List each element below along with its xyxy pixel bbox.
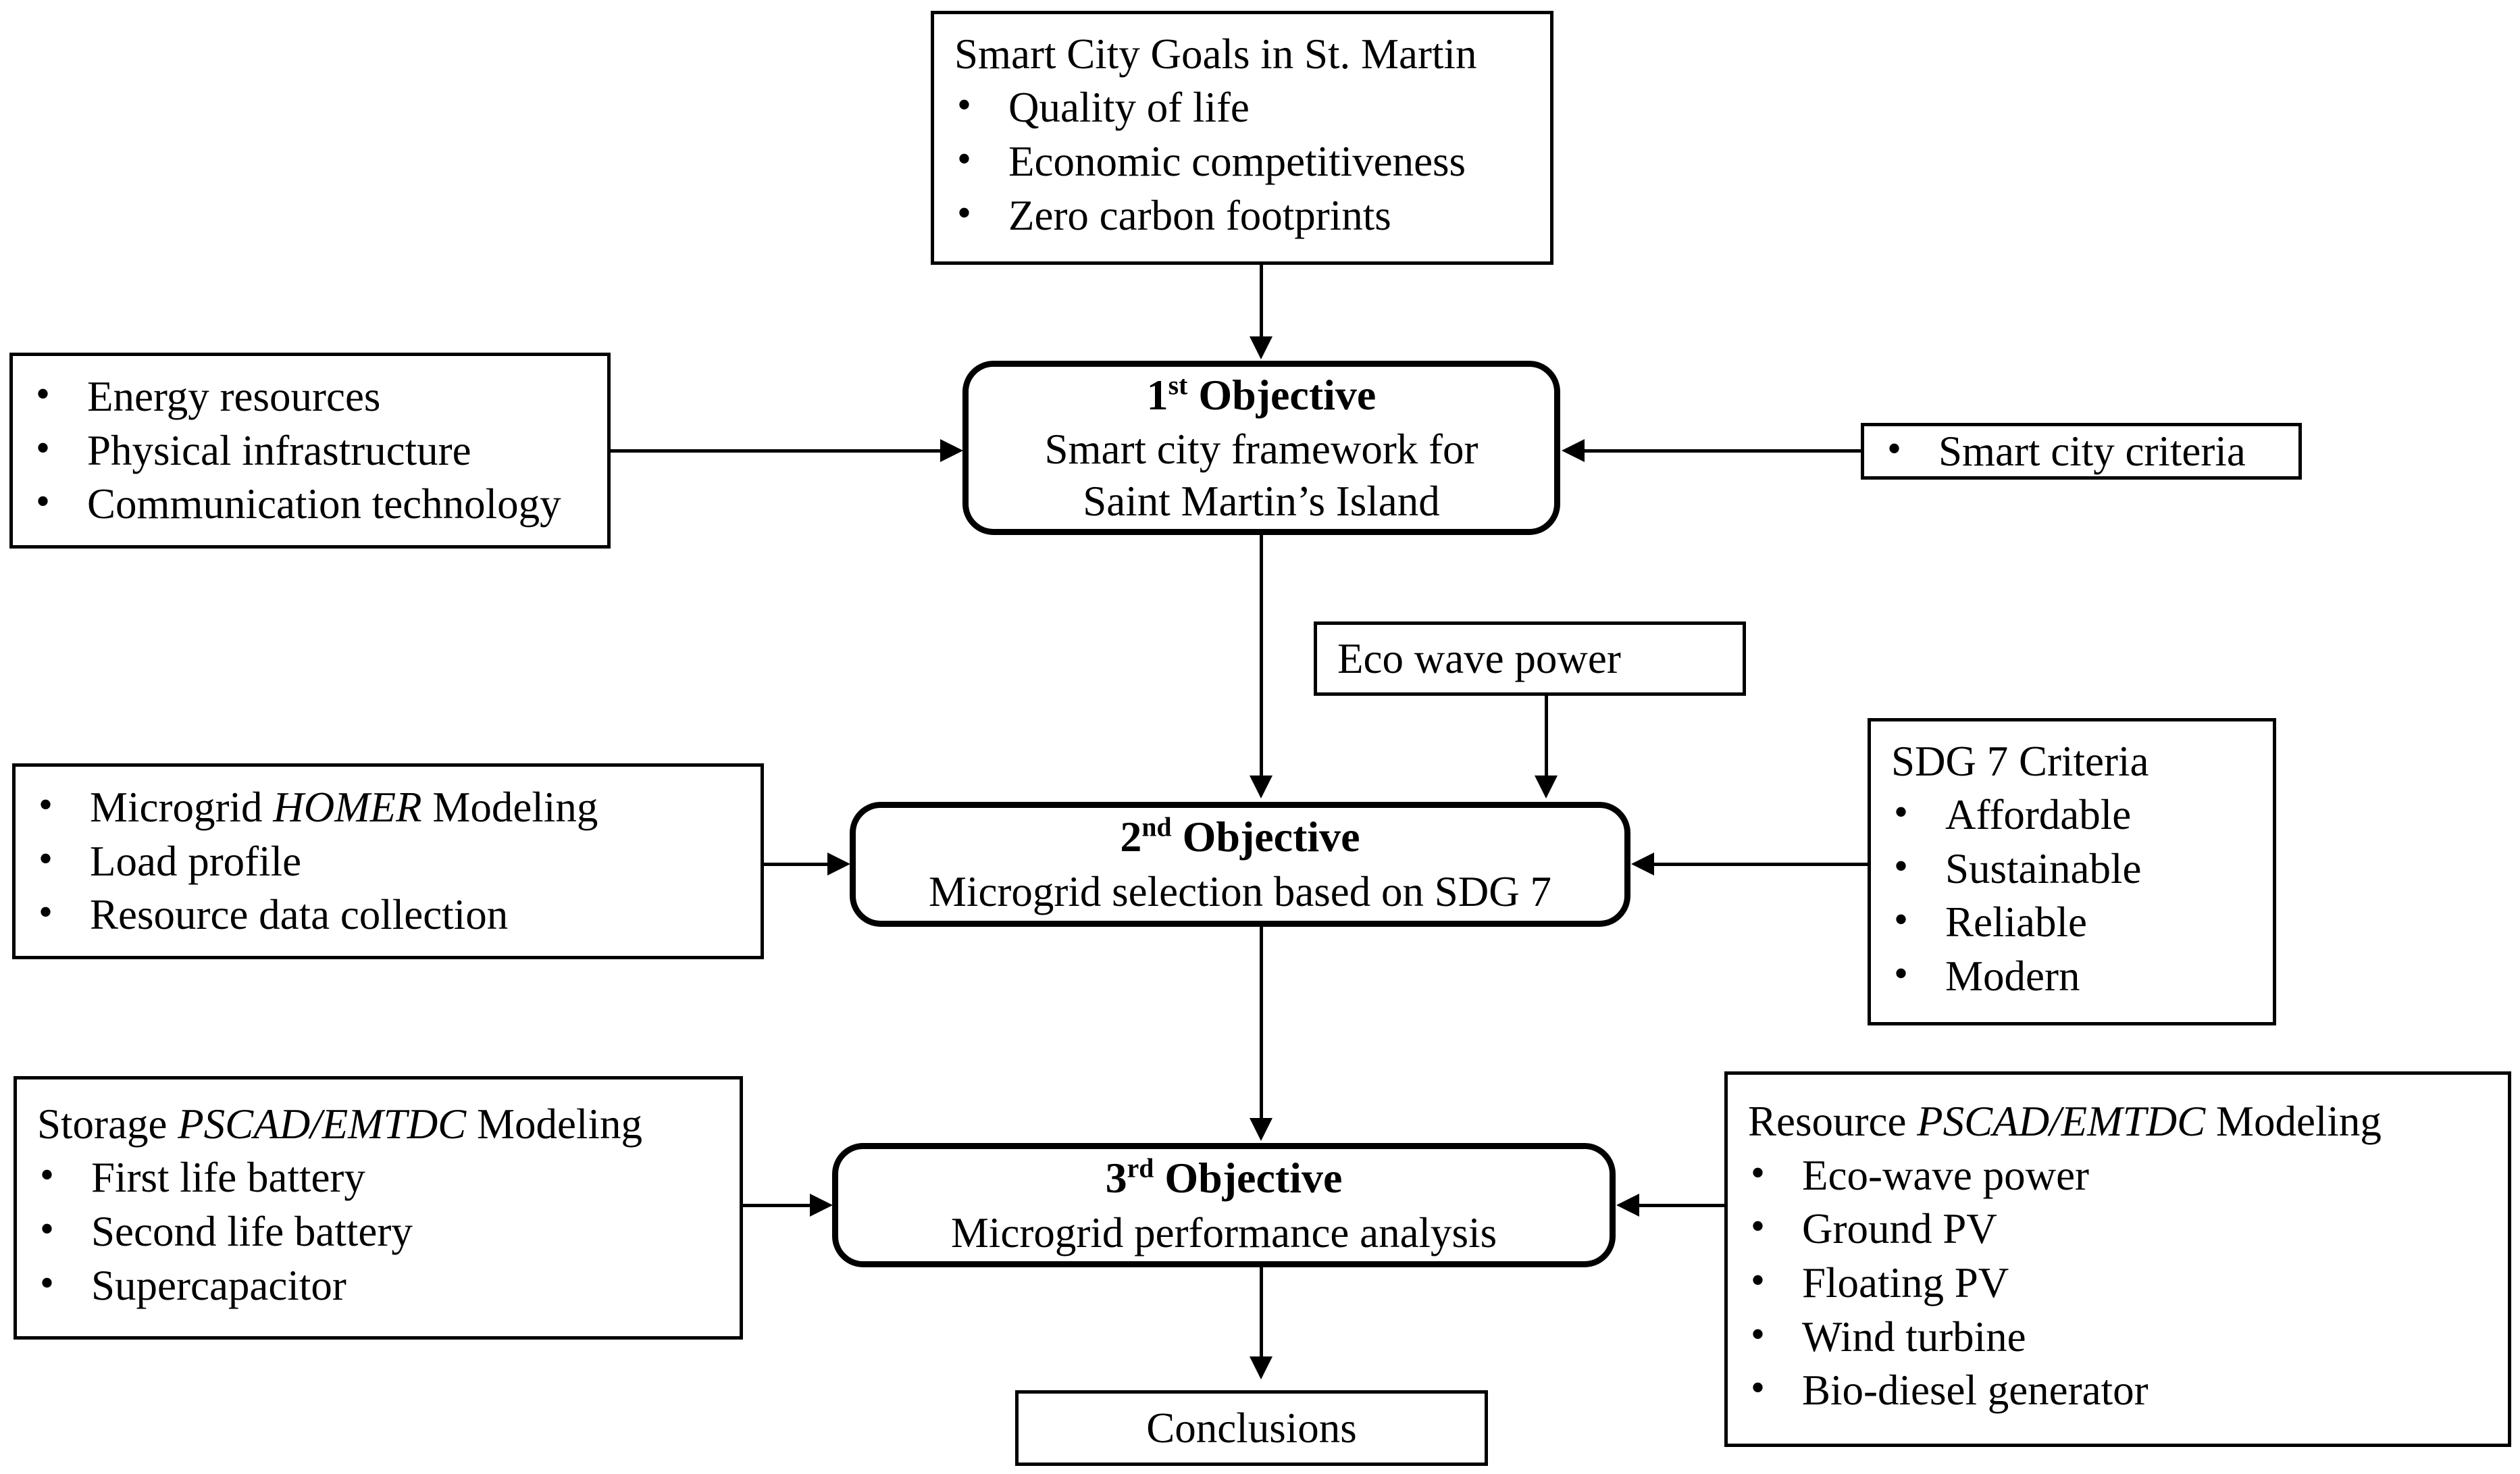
node-storage-modeling[interactable]: Storage PSCAD/EMTDC Modeling First life … [14, 1076, 743, 1340]
node-resource-modeling[interactable]: Resource PSCAD/EMTDC Modeling Eco-wave p… [1724, 1071, 2511, 1447]
storage-heading-pre: Storage [37, 1100, 178, 1148]
node-smart-city-goals[interactable]: Smart City Goals in St. Martin Quality o… [931, 11, 1553, 265]
list-item: Smart city criteria [1864, 426, 2298, 476]
edge-resource-to-objective3-line [1639, 1204, 1726, 1207]
list-item: Quality of life [934, 82, 1550, 132]
edge-objective2-to-objective3-line [1260, 927, 1263, 1119]
smart-city-goals-list: Quality of life Economic competitiveness… [934, 78, 1550, 245]
objective-1-line1: Smart city framework for [1044, 426, 1478, 474]
node-conclusions[interactable]: Conclusions [1015, 1390, 1488, 1466]
objective-3-label: Objective [1164, 1153, 1343, 1202]
list-item: Energy resources [13, 372, 607, 421]
sdg7-heading: SDG 7 Criteria [1891, 737, 2149, 785]
resource-modeling-list: Eco-wave power Ground PV Floating PV Win… [1728, 1146, 2508, 1421]
objective2-input-0-italic: HOMER [273, 784, 422, 832]
list-item: Reliable [1871, 897, 2273, 946]
node-objective2-inputs[interactable]: Microgrid HOMER Modeling Load profile Re… [12, 763, 764, 959]
edge-ecowave-to-objective2-line [1545, 696, 1548, 777]
list-item: Wind turbine [1728, 1312, 2508, 1361]
objective-3-title: 3rd Objective [1106, 1153, 1343, 1203]
resource-heading-pre: Resource [1748, 1098, 1918, 1146]
objective-1-ordinal: 1 [1146, 370, 1168, 419]
edge-inputs2-to-objective2-line [764, 863, 829, 866]
edge-storage-to-objective3-line [743, 1204, 812, 1207]
objective-2-line1: Microgrid selection based on SDG 7 [928, 868, 1552, 916]
node-smart-city-criteria[interactable]: Smart city criteria [1861, 423, 2302, 480]
list-item: Zero carbon footprints [934, 190, 1550, 240]
objective2-input-0-pre: Microgrid [90, 784, 274, 832]
edge-objective3-to-conclusions-line [1260, 1267, 1263, 1358]
list-item: Affordable [1871, 790, 2273, 839]
list-item: Economic competitiveness [934, 136, 1550, 186]
storage-modeling-list: First life battery Second life battery S… [17, 1148, 740, 1315]
edge-inputs1-to-objective1-arrow [940, 439, 963, 462]
list-item: Second life battery [17, 1206, 740, 1256]
node-eco-wave-power[interactable]: Eco wave power [1314, 621, 1746, 696]
objective-1-ordinal-suffix: st [1168, 370, 1188, 401]
edge-objective1-to-objective2-line [1260, 535, 1263, 777]
list-item: Bio-diesel generator [1728, 1365, 2508, 1415]
edge-objective3-to-conclusions-arrow [1250, 1356, 1272, 1379]
list-item: Floating PV [1728, 1258, 2508, 1307]
eco-wave-power-label: Eco wave power [1337, 634, 1621, 682]
edge-resource-to-objective3-arrow [1616, 1194, 1639, 1217]
storage-heading-italic: PSCAD/EMTDC [178, 1100, 467, 1148]
list-item: Communication technology [13, 479, 607, 528]
node-sdg7-criteria[interactable]: SDG 7 Criteria Affordable Sustainable Re… [1868, 718, 2276, 1025]
sdg7-list: Affordable Sustainable Reliable Modern [1871, 785, 2273, 1006]
list-item: Sustainable [1871, 844, 2273, 893]
node-objective-3[interactable]: 3rd Objective Microgrid performance anal… [832, 1143, 1616, 1267]
node-objective1-inputs[interactable]: Energy resources Physical infrastructure… [9, 353, 611, 549]
objective-3-line1: Microgrid performance analysis [950, 1209, 1497, 1256]
edge-storage-to-objective3-arrow [810, 1194, 833, 1217]
edge-goals-to-objective1-arrow [1250, 336, 1272, 359]
list-item: Modern [1871, 951, 2273, 1000]
resource-modeling-heading: Resource PSCAD/EMTDC Modeling [1728, 1098, 2508, 1146]
list-item: Supercapacitor [17, 1261, 740, 1310]
smart-city-criteria-list: Smart city criteria [1864, 422, 2298, 482]
objective1-inputs-list: Energy resources Physical infrastructure… [13, 367, 607, 534]
node-objective-2[interactable]: 2nd Objective Microgrid selection based … [850, 802, 1630, 927]
objective-1-label: Objective [1198, 370, 1377, 419]
smart-city-goals-heading: Smart City Goals in St. Martin [954, 30, 1477, 78]
edge-criteria-to-objective1-arrow [1562, 439, 1585, 462]
list-item: Eco-wave power [1728, 1150, 2508, 1200]
list-item: Ground PV [1728, 1204, 2508, 1253]
edge-objective1-to-objective2-arrow [1250, 776, 1272, 798]
edge-inputs1-to-objective1-line [611, 449, 942, 453]
objective-3-ordinal: 3 [1105, 1153, 1127, 1202]
objective-2-title: 2nd Objective [1120, 812, 1360, 862]
resource-heading-italic: PSCAD/EMTDC [1917, 1098, 2206, 1146]
objective-2-ordinal-suffix: nd [1141, 813, 1172, 843]
objective-3-ordinal-suffix: rd [1127, 1153, 1154, 1184]
objective-1-line2: Saint Martin’s Island [1083, 477, 1440, 525]
resource-heading-post: Modeling [2205, 1098, 2382, 1146]
edge-ecowave-to-objective2-arrow [1535, 776, 1558, 798]
conclusions-label: Conclusions [1146, 1404, 1357, 1452]
storage-modeling-heading: Storage PSCAD/EMTDC Modeling [17, 1100, 740, 1148]
list-item: Microgrid HOMER Modeling [16, 782, 761, 832]
objective2-inputs-list: Microgrid HOMER Modeling Load profile Re… [16, 778, 761, 945]
objective-2-ordinal: 2 [1120, 813, 1142, 861]
objective-2-label: Objective [1182, 813, 1360, 861]
node-objective-1[interactable]: 1st Objective Smart city framework for S… [962, 361, 1560, 535]
storage-heading-post: Modeling [466, 1100, 642, 1148]
edge-objective2-to-objective3-arrow [1250, 1118, 1272, 1141]
list-item: Physical infrastructure [13, 426, 607, 475]
list-item: Resource data collection [16, 890, 761, 939]
edge-criteria-to-objective1-line [1584, 449, 1862, 453]
list-item: First life battery [17, 1152, 740, 1202]
objective-1-title: 1st Objective [1147, 370, 1377, 420]
edge-goals-to-objective1-line [1260, 265, 1263, 338]
edge-inputs2-to-objective2-arrow [827, 853, 850, 875]
edge-sdg7-to-objective2-line [1653, 863, 1870, 866]
edge-sdg7-to-objective2-arrow [1631, 853, 1654, 875]
list-item: Load profile [16, 836, 761, 886]
objective2-input-0-post: Modeling [421, 784, 598, 832]
